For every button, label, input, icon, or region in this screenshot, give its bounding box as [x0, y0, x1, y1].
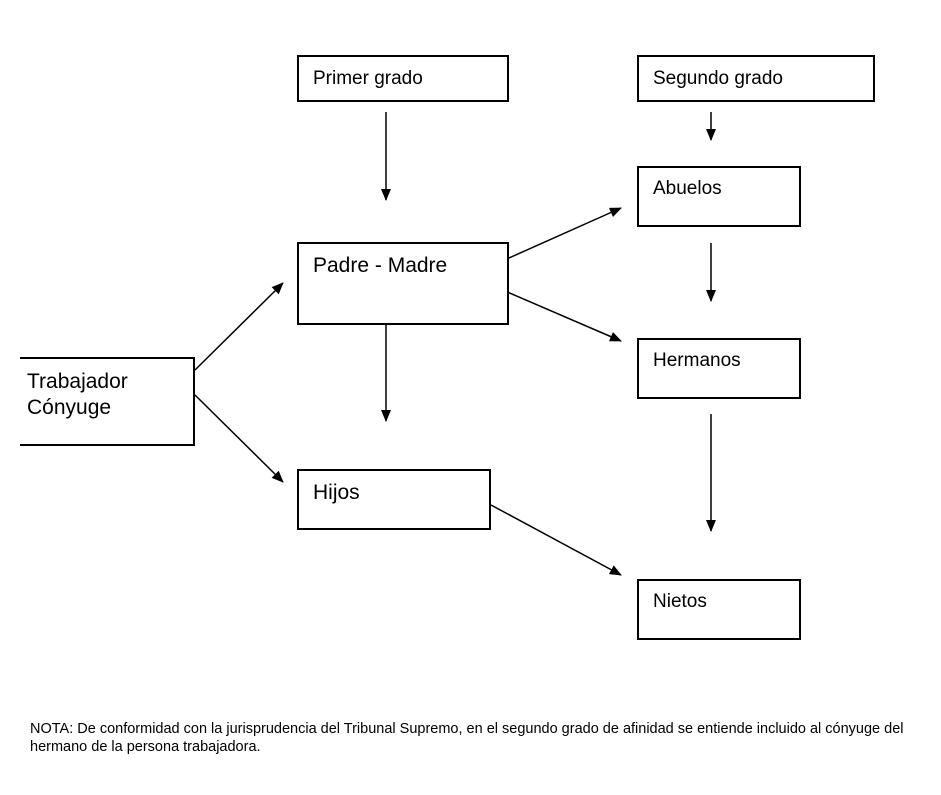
hermanos-box: Hermanos [637, 338, 801, 399]
segundo-grado-box: Segundo grado [637, 55, 875, 102]
conyuge-label: Cónyuge [27, 396, 112, 419]
abuelos-label: Abuelos [653, 178, 722, 199]
trabajador-label: Trabajador [27, 370, 128, 393]
footnote-nota: NOTA: De conformidad con la jurisprudenc… [30, 721, 904, 755]
hijos-label: Hijos [313, 481, 360, 504]
primer-grado-label: Primer grado [313, 68, 423, 89]
abuelos-box: Abuelos [637, 166, 801, 227]
nietos-label: Nietos [653, 591, 707, 612]
arrow-trabajador-to-hijos [194, 394, 284, 483]
arrow-hijos-to-nietos [490, 504, 622, 576]
arrow-padre-to-abuelos [490, 207, 622, 267]
arrow-padre-to-hermanos [490, 284, 622, 342]
trabajador-conyuge-label: Trabajador Cónyuge [27, 369, 128, 421]
trabajador-conyuge-box: Trabajador Cónyuge [20, 357, 195, 446]
padre-madre-label: Padre - Madre [313, 254, 448, 277]
nietos-box: Nietos [637, 579, 801, 640]
hermanos-label: Hermanos [653, 350, 741, 371]
segundo-grado-label: Segundo grado [653, 68, 783, 89]
padre-madre-box: Padre - Madre [297, 242, 509, 325]
primer-grado-box: Primer grado [297, 55, 509, 102]
hijos-box: Hijos [297, 469, 491, 530]
arrow-trabajador-to-padre [194, 282, 284, 371]
